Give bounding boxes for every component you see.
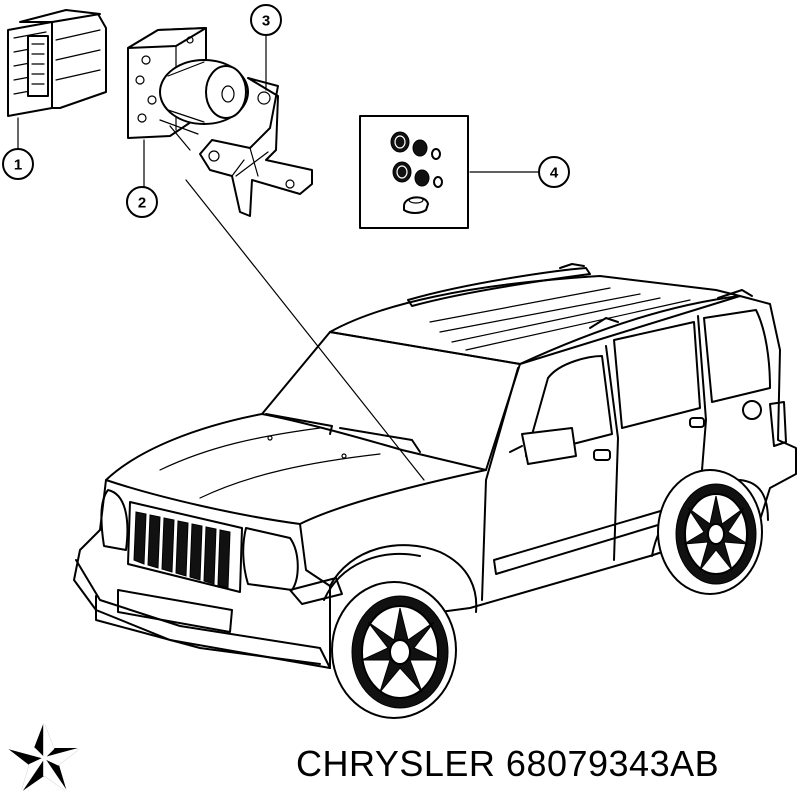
vehicle-illustration xyxy=(73,263,797,669)
callout-3: 3 xyxy=(250,4,282,36)
svg-text:1: 1 xyxy=(14,157,22,174)
abs-control-module-part[interactable] xyxy=(7,9,107,117)
callout-4: 4 xyxy=(538,156,570,188)
brand-name: CHRYSLER xyxy=(296,743,496,784)
part-number: 68079343AB xyxy=(505,743,720,784)
grommet-kit-part[interactable] xyxy=(359,115,469,229)
grommet-row-1 xyxy=(390,131,441,160)
leader-lines xyxy=(17,35,539,481)
callout-2: 2 xyxy=(126,186,158,218)
mounting-bracket-part[interactable] xyxy=(159,77,313,217)
grommet-row-2 xyxy=(392,161,443,188)
svg-text:2: 2 xyxy=(138,195,146,212)
svg-text:4: 4 xyxy=(550,165,559,182)
front-wheel xyxy=(331,581,457,719)
svg-text:3: 3 xyxy=(262,13,270,30)
grille-slots xyxy=(133,511,231,589)
part-caption: CHRYSLER 68079343AB xyxy=(296,742,719,786)
rear-wheel xyxy=(657,469,763,595)
chrysler-pentastar-icon xyxy=(6,722,82,793)
abs-hydraulic-unit-part[interactable] xyxy=(127,27,249,139)
callout-1: 1 xyxy=(2,148,34,180)
